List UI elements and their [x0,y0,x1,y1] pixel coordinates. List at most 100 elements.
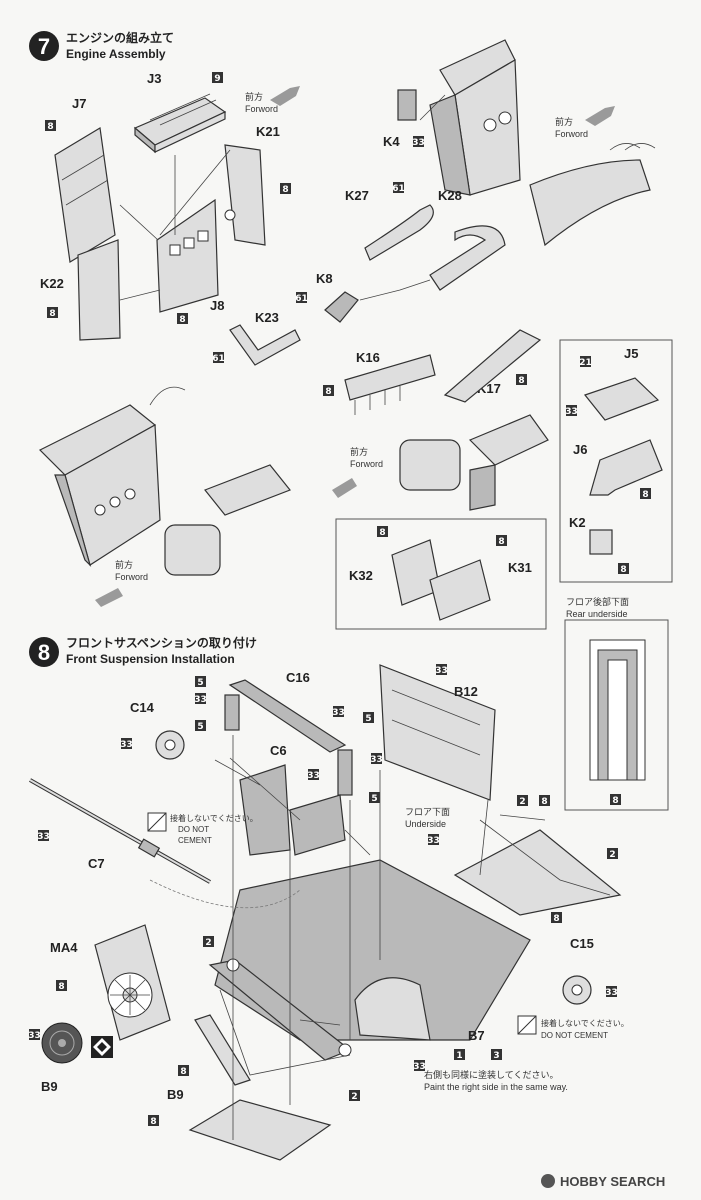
svg-text:8: 8 [612,796,618,806]
front-frame-drawing [194,958,352,1086]
step8-title-en: Front Suspension Installation [66,652,235,666]
step8-header: 8 フロントサスペンションの取り付け Front Suspension Inst… [29,635,257,667]
marker-8-k32: 8 [377,526,388,538]
label-k16: K16 [356,350,380,365]
marker-3: 3 [491,1049,502,1061]
svg-text:DO NOT CEMENT: DO NOT CEMENT [541,1031,608,1040]
svg-text:接着しないでください。: 接着しないでください。 [170,813,258,823]
label-k23: K23 [255,310,279,325]
svg-text:2: 2 [519,797,525,807]
label-b7: B7 [468,1028,485,1043]
step8-number-badge [29,637,59,667]
part-k23-drawing [229,324,301,366]
label-b9: B9 [167,1087,184,1102]
marker-33-a: 33 [194,693,207,705]
svg-text:2: 2 [205,938,211,948]
part-j6-drawing [589,439,663,496]
step7-title-en: Engine Assembly [66,47,166,61]
svg-text:1: 1 [456,1051,462,1061]
svg-text:8: 8 [498,537,504,547]
marker-8-c: 8 [178,1065,189,1077]
svg-text:33: 33 [605,988,618,998]
svg-text:8: 8 [518,376,524,386]
label-k32: K32 [349,568,373,583]
marker-8-b: 8 [551,912,562,924]
label-k8: K8 [316,271,333,286]
marker-61-a: 61 [392,182,405,194]
svg-text:CEMENT: CEMENT [178,836,212,845]
marker-8-k22: 8 [47,307,58,319]
svg-text:8: 8 [282,185,288,195]
step8-number: 8 [38,640,50,665]
muffler-drawing [399,414,549,511]
part-j5-drawing [583,377,660,421]
marker-8-k31: 8 [496,535,507,547]
svg-text:8: 8 [150,1117,156,1127]
rear-underside-en: Rear underside [566,609,628,619]
svg-text:33: 33 [37,832,50,842]
part-k27-drawing [364,204,434,261]
label-k22: K22 [40,276,64,291]
label-j5: J5 [624,346,638,361]
svg-text:33: 33 [332,708,345,718]
label-c16: C16 [286,670,310,685]
part-j8-drawing [156,198,219,313]
label-c8: B12 [454,684,478,699]
svg-text:61: 61 [295,294,308,304]
marker-8-k17: 8 [516,374,527,386]
svg-text:3: 3 [493,1051,499,1061]
marker-8-k21: 8 [280,183,291,195]
step7-title-ja: エンジンの組み立て [66,30,174,45]
rear-underside-drawing [589,639,646,781]
forward-arrow-2: 前方 Forword [555,106,615,139]
svg-text:Forword: Forword [350,459,383,469]
part-c6-drawing [214,757,371,856]
part-c15-drawing [562,975,592,1005]
rear-underside-box [564,619,669,811]
marker-33-j5: 33 [565,405,578,417]
marker-2-c: 2 [203,936,214,948]
no-cement-note-1: 接着しないでください。 DO NOT CEMENT [147,812,258,845]
label-k4: K4 [383,134,400,149]
step7-number: 7 [38,34,50,59]
marker-33-c8: 33 [435,664,448,676]
marker-33-b12: 33 [37,830,50,842]
marker-33-c14: 33 [120,738,133,750]
part-j3-drawing [133,93,227,154]
marker-33-ma4: 33 [28,1029,41,1041]
svg-text:21: 21 [579,358,592,368]
svg-text:8: 8 [553,914,559,924]
svg-text:前方: 前方 [245,91,263,102]
svg-text:33: 33 [120,740,133,750]
part-k21-drawing [224,144,266,246]
svg-text:8: 8 [541,797,547,807]
svg-text:2: 2 [351,1092,357,1102]
marker-8-j7: 8 [45,120,56,132]
svg-text:33: 33 [565,407,578,417]
detail-box-j5 [559,339,673,583]
part-k31-drawing [429,559,491,621]
svg-text:Forword: Forword [555,129,588,139]
part-c8-drawing [379,664,496,801]
marker-2-a: 2 [517,795,528,807]
marker-33-b7: 33 [413,1060,426,1072]
guide-lines [119,94,489,1140]
marker-1: 1 [454,1049,465,1061]
svg-text:5: 5 [371,794,377,804]
svg-text:DO NOT: DO NOT [178,825,209,834]
svg-text:33: 33 [427,836,440,846]
part-k4-drawing [397,89,417,121]
marker-33-c15: 33 [605,986,618,998]
part-b9-drawing [188,1099,332,1161]
svg-text:8: 8 [325,387,331,397]
marker-8-k16: 8 [323,385,334,397]
svg-text:33: 33 [435,666,448,676]
label-k27: K27 [345,188,369,203]
marker-5-a: 5 [195,676,206,688]
svg-text:61: 61 [212,354,225,364]
marker-21: 21 [579,356,592,368]
marker-5-b: 5 [195,720,206,732]
label-c14: C14 [130,700,155,715]
svg-text:5: 5 [197,722,203,732]
marker-8-rear: 8 [610,794,621,806]
